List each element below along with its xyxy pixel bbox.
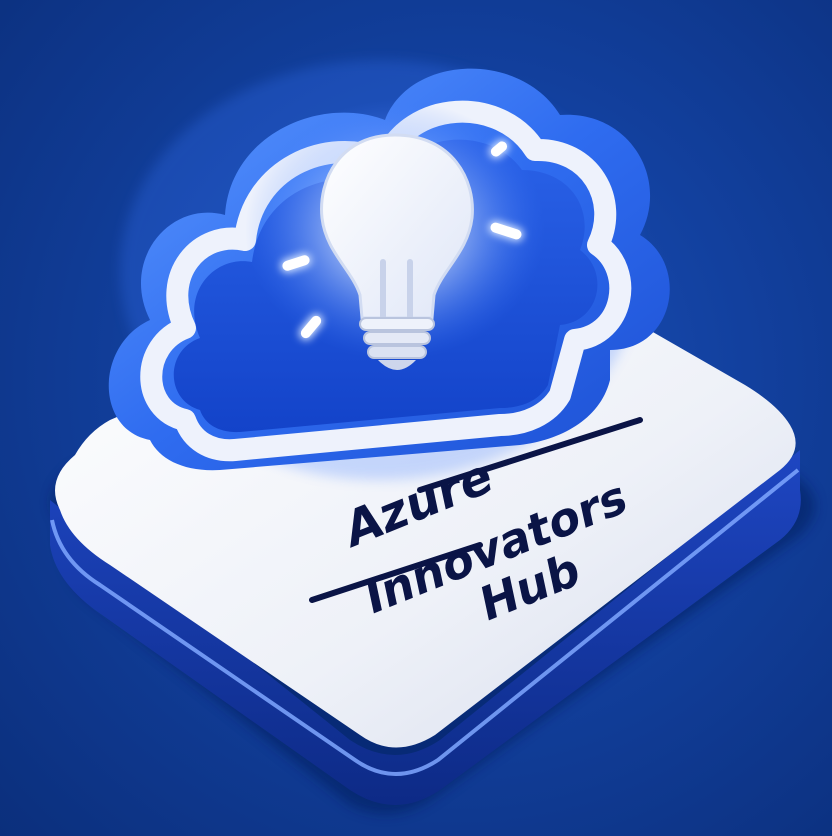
cloud-rim [140, 100, 632, 462]
light-rays-core [282, 141, 522, 339]
divider-line-bottom [309, 542, 483, 603]
lightbulb-icon [320, 133, 474, 370]
divider-line-top [417, 417, 643, 493]
base-side [50, 450, 801, 805]
base-rim [50, 468, 800, 776]
